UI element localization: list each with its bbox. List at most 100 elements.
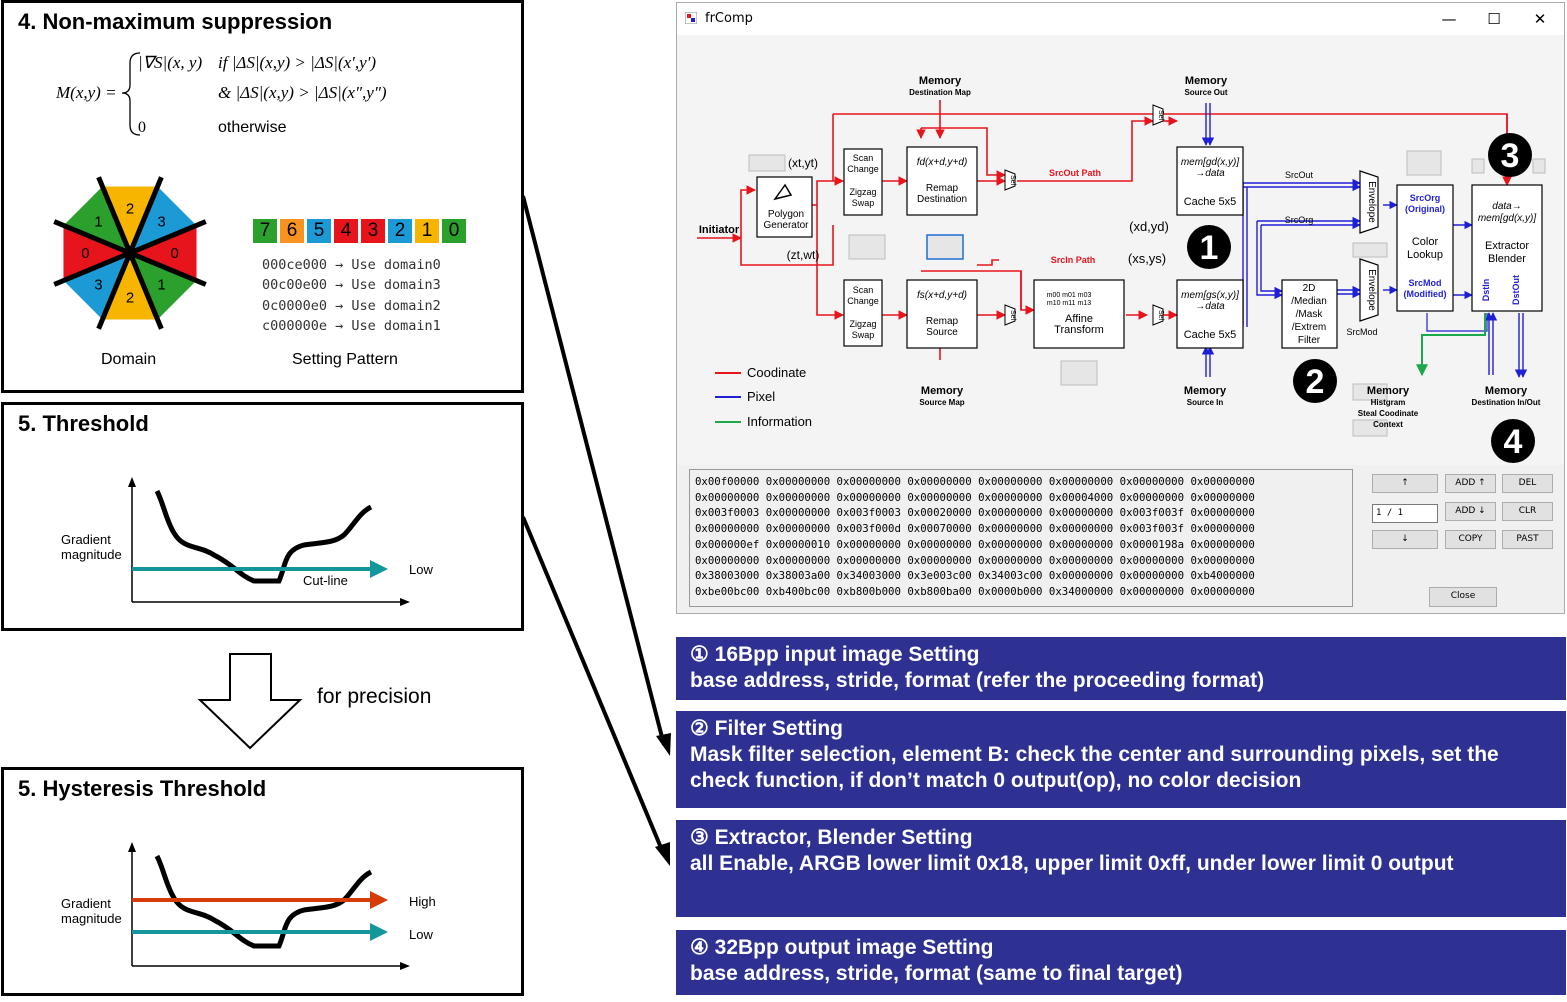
sel-label: Sel bbox=[1157, 110, 1164, 121]
diagram-connector bbox=[740, 185, 756, 238]
close-window-button[interactable]: ✕ bbox=[1533, 10, 1547, 28]
register-hex-textbox[interactable]: 0x00f00000 0x00000000 0x00000000 0x00000… bbox=[689, 469, 1353, 607]
note-title: ③ Extractor, Blender Setting bbox=[690, 826, 973, 849]
selected-widget bbox=[926, 234, 964, 260]
scan-change-src-block bbox=[843, 279, 883, 347]
nms-case1-cond: if |ΔS|(x,y) > |ΔS|(x′,y′) bbox=[218, 53, 377, 72]
dstin-label: DstIn bbox=[1481, 279, 1491, 302]
diagram-label: Source In bbox=[1187, 398, 1224, 407]
sel-mux bbox=[1004, 304, 1016, 326]
note-body: all Enable, ARGB lower limit 0x18, upper… bbox=[690, 852, 1454, 875]
add-down-button[interactable]: ADD ↓ bbox=[1445, 502, 1496, 521]
placeholder-widget bbox=[748, 154, 786, 172]
pattern-digit: 2 bbox=[388, 219, 412, 243]
note-input-setting: ① 16Bpp input image Setting base address… bbox=[676, 637, 1566, 700]
step-badge-number: 1 bbox=[1200, 229, 1219, 267]
note-filter-setting: ② Filter Setting Mask filter selection, … bbox=[676, 711, 1566, 808]
step-badge-icon bbox=[1187, 225, 1231, 269]
diagram-label: Cache 5x5 bbox=[1184, 329, 1237, 341]
pattern-line: 0c0000e0 → Use domain2 bbox=[262, 297, 441, 314]
pattern-digit: 3 bbox=[361, 219, 385, 243]
hysteresis-high: High bbox=[409, 894, 436, 909]
diagram-connector bbox=[816, 176, 844, 205]
domain-sector bbox=[102, 186, 158, 253]
domain-sector bbox=[63, 225, 130, 281]
hysteresis-ylabel: Gradient magnitude bbox=[61, 896, 122, 926]
nms-lhs: M(x,y) = bbox=[56, 83, 117, 102]
maximize-button[interactable]: ☐ bbox=[1487, 10, 1501, 28]
nms-title: 4. Non-maximum suppression bbox=[18, 9, 333, 34]
placeholder-widget bbox=[1471, 158, 1485, 174]
paste-button[interactable]: PAST bbox=[1502, 530, 1553, 549]
delete-button[interactable]: DEL bbox=[1502, 474, 1553, 493]
hex-line: 0x38003000 0x38003a00 0x34003000 0x3e003… bbox=[695, 569, 1255, 583]
threshold-cutline: Cut-line bbox=[303, 573, 348, 588]
clear-button[interactable]: CLR bbox=[1502, 502, 1553, 521]
placeholder-widget bbox=[1352, 242, 1388, 258]
diagram-label: Memory bbox=[921, 385, 964, 397]
pattern-digit: 5 bbox=[307, 219, 331, 243]
domain-sector-label: 2 bbox=[126, 290, 134, 307]
diagram-connector bbox=[816, 205, 844, 320]
diagram-label: Histgram bbox=[1371, 398, 1406, 407]
envelope-label: Envelope bbox=[1366, 181, 1377, 223]
coord-xsys: (xs,ys) bbox=[1128, 251, 1166, 266]
domain-sector bbox=[63, 186, 130, 253]
diagram-label: Coodinate bbox=[747, 365, 806, 380]
diagram-connector bbox=[921, 127, 1006, 180]
hysteresis-title: 5. Hysteresis Threshold bbox=[18, 776, 267, 801]
diagram-label: mem[gs(x,y)]→data bbox=[1181, 290, 1239, 312]
diagram-label: SrcIn Path bbox=[1051, 255, 1096, 265]
page-indicator-field[interactable]: 1 / 1 bbox=[1372, 504, 1438, 523]
coord-xdyd: (xd,yd) bbox=[1129, 219, 1169, 234]
move-up-button[interactable]: ↑ bbox=[1372, 474, 1438, 493]
diagram-label: Information bbox=[747, 414, 812, 429]
domain-sector bbox=[130, 186, 197, 253]
precision-caption: for precision bbox=[317, 685, 432, 708]
domain-sector bbox=[102, 253, 158, 320]
diagram-label: Pixel bbox=[747, 389, 775, 404]
placeholder-widget bbox=[1352, 419, 1388, 437]
coord-ztwt: (zt,wt) bbox=[787, 248, 820, 262]
cache-src-block bbox=[1176, 279, 1244, 349]
envelope-block bbox=[1359, 170, 1379, 234]
diagram-label: Steal Coodinate bbox=[1358, 409, 1419, 418]
copy-button[interactable]: COPY bbox=[1445, 530, 1496, 549]
add-up-button[interactable]: ADD ↑ bbox=[1445, 474, 1496, 493]
remap-destination-block bbox=[906, 146, 978, 216]
cache-dest-block bbox=[1176, 146, 1244, 216]
diagram-label: Destination Map bbox=[909, 88, 971, 97]
note-title: ② Filter Setting bbox=[690, 717, 843, 740]
app-icon bbox=[685, 12, 697, 24]
step-badge-number: 4 bbox=[1504, 423, 1523, 461]
diagram-label: data→mem[gd(x,y)] bbox=[1478, 201, 1537, 224]
pattern-digit: 7 bbox=[253, 219, 277, 243]
close-button[interactable]: Close bbox=[1429, 587, 1497, 607]
placeholder-widget bbox=[1352, 383, 1388, 401]
title-bar: frComp — ☐ ✕ bbox=[677, 3, 1564, 35]
diagram-connector bbox=[977, 259, 999, 266]
minimize-button[interactable]: — bbox=[1441, 10, 1457, 28]
domain-label: Domain bbox=[101, 351, 157, 368]
hex-line: 0x000000ef 0x00000010 0x00000000 0x00000… bbox=[695, 537, 1255, 551]
diagram-label: Cache 5x5 bbox=[1184, 196, 1237, 208]
hex-line: 0x00000000 0x00000000 0x00000000 0x00000… bbox=[695, 490, 1255, 504]
move-down-button[interactable]: ↓ bbox=[1372, 530, 1438, 549]
diagram-label: mem[gd(x,y)]→data bbox=[1181, 157, 1240, 179]
diagram-label: Memory bbox=[1367, 385, 1410, 397]
pattern-digit: 4 bbox=[334, 219, 358, 243]
domain-sector bbox=[63, 253, 130, 320]
remap-source-block bbox=[906, 279, 978, 349]
diagram-connector bbox=[1017, 116, 1154, 182]
note-title: ④ 32Bpp output image Setting bbox=[690, 936, 994, 959]
nms-brace bbox=[121, 52, 141, 136]
note-title: ① 16Bpp input image Setting bbox=[690, 643, 980, 666]
diagram-label: Destination In/Out bbox=[1472, 398, 1541, 407]
diagram-connector bbox=[1416, 313, 1486, 377]
